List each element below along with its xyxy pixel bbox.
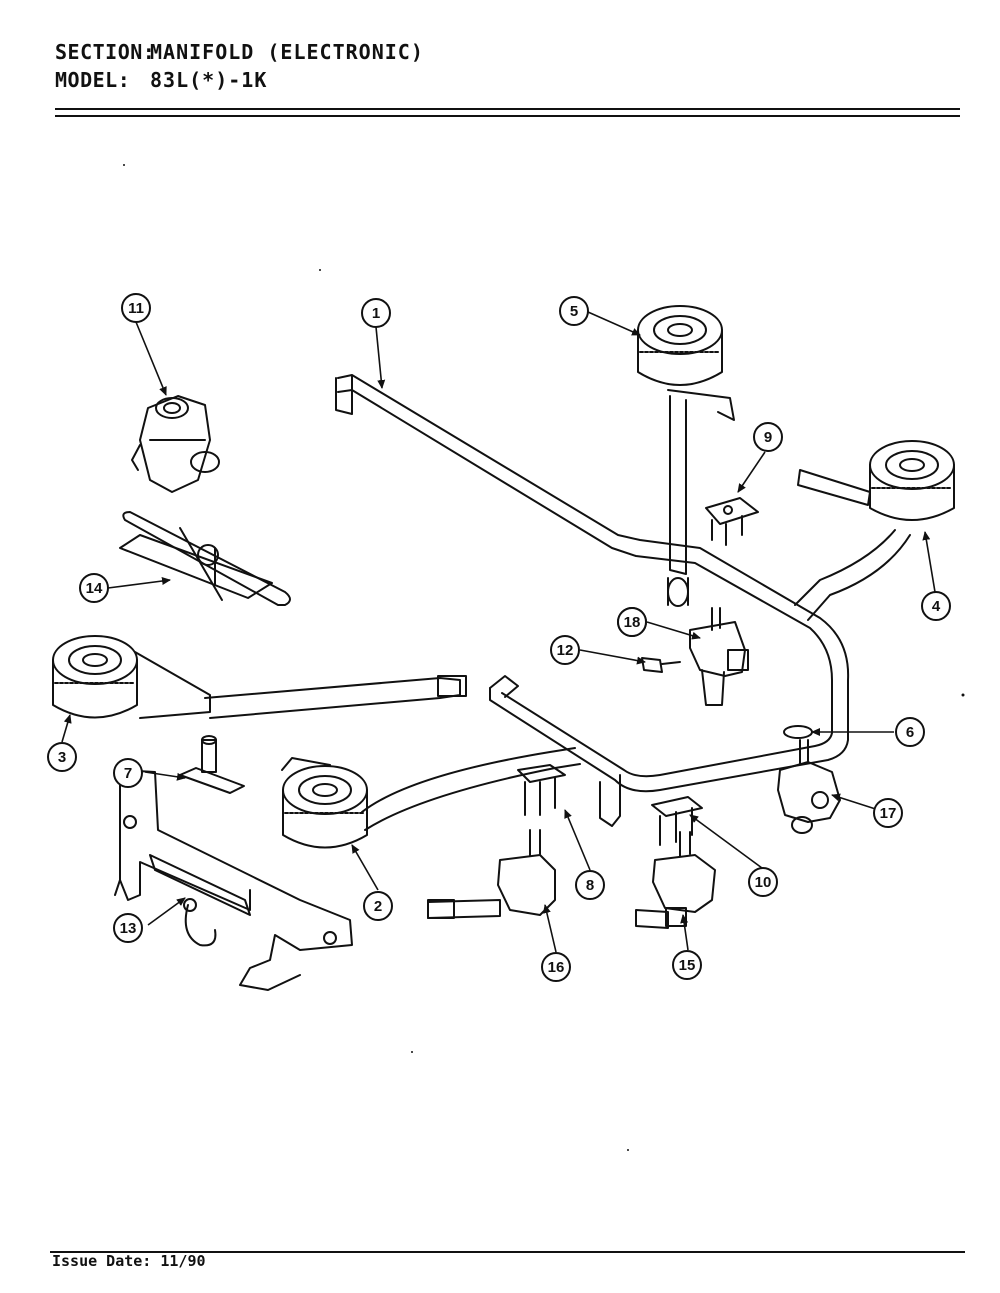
leader-lines (61, 311, 936, 953)
callout-circle (363, 891, 393, 921)
callout-circle (79, 573, 109, 603)
burner-2 (281, 747, 581, 849)
callout-number: 9 (764, 429, 772, 446)
callout-number: 14 (86, 580, 103, 597)
callout-6: 6 (895, 717, 925, 747)
callout-circle (550, 635, 580, 665)
callout-circle (873, 798, 903, 828)
valve-18 (689, 607, 749, 706)
callout-circle (541, 952, 571, 982)
callout-circle (113, 758, 143, 788)
callout-13: 13 (113, 913, 143, 943)
model-label: MODEL: (55, 68, 131, 92)
callout-circle (753, 422, 783, 452)
header-rule-upper (55, 108, 960, 110)
callout-number: 3 (58, 749, 66, 766)
model-line: MODEL: 83L(*)-1K (55, 66, 960, 94)
callout-12: 12 (550, 635, 580, 665)
callout-number: 4 (932, 598, 941, 615)
valve-17 (777, 739, 841, 834)
callout-16: 16 (541, 952, 571, 982)
callout-circle (113, 913, 143, 943)
callout-4: 4 (921, 591, 951, 621)
issue-date: Issue Date: 11/90 (52, 1252, 206, 1270)
callout-number: 7 (124, 765, 132, 782)
ignitor-7 (179, 735, 245, 794)
callout-17: 17 (873, 798, 903, 828)
callout-number: 12 (557, 642, 574, 659)
burner-5 (637, 305, 735, 607)
callout-circle (559, 296, 589, 326)
callout-circle (672, 950, 702, 980)
section-line: SECTION:MANIFOLD (ELECTRONIC) (55, 38, 960, 66)
callout-circle (895, 717, 925, 747)
callout-number: 2 (374, 898, 382, 915)
callout-number: 16 (548, 959, 565, 976)
washer-6 (783, 725, 813, 739)
scan-specks (123, 164, 965, 1151)
callout-circle (575, 870, 605, 900)
manifold-tube (335, 374, 850, 827)
callout-number: 18 (624, 614, 641, 631)
callout-circle (617, 607, 647, 637)
bracket-9 (705, 497, 759, 546)
section-value: MANIFOLD (ELECTRONIC) (150, 40, 424, 64)
callout-number: 15 (679, 957, 696, 974)
screw-12 (641, 657, 681, 673)
callout-number: 10 (755, 874, 772, 891)
callout-circle (121, 293, 151, 323)
bracket-10 (651, 796, 703, 846)
callout-11: 11 (121, 293, 151, 323)
bracket-8 (517, 764, 566, 816)
model-value: 83L(*)-1K (150, 68, 268, 92)
pressure-regulator (131, 395, 220, 493)
callout-circle (921, 591, 951, 621)
diagram-header: SECTION:MANIFOLD (ELECTRONIC) MODEL: 83L(… (55, 38, 960, 94)
callout-18: 18 (617, 607, 647, 637)
callout-9: 9 (753, 422, 783, 452)
callout-number: 5 (570, 303, 578, 320)
callout-5: 5 (559, 296, 589, 326)
header-rule-lower (55, 115, 960, 117)
callout-number: 8 (586, 877, 594, 894)
callout-10: 10 (748, 867, 778, 897)
callout-number: 13 (120, 920, 137, 937)
burner-3 (52, 635, 467, 719)
callout-circle (361, 298, 391, 328)
bracket-tube (119, 511, 291, 606)
valve-15 (635, 831, 716, 929)
callout-15: 15 (672, 950, 702, 980)
callout-7: 7 (113, 758, 143, 788)
burner-4 (794, 440, 955, 621)
callout-circle (47, 742, 77, 772)
callout-14: 14 (79, 573, 109, 603)
callout-8: 8 (575, 870, 605, 900)
valve-16 (427, 829, 556, 919)
callout-number: 17 (880, 805, 897, 822)
callout-circle (748, 867, 778, 897)
callout-number: 11 (128, 300, 144, 317)
callout-number: 1 (372, 305, 380, 322)
footer-rule (50, 1251, 965, 1253)
callout-1: 1 (361, 298, 391, 328)
callout-number: 6 (906, 724, 914, 741)
callout-2: 2 (363, 891, 393, 921)
callout-markers: 12345678910111213141516171818 (47, 293, 951, 982)
callout-3: 3 (47, 742, 77, 772)
section-label: SECTION: (55, 40, 156, 64)
